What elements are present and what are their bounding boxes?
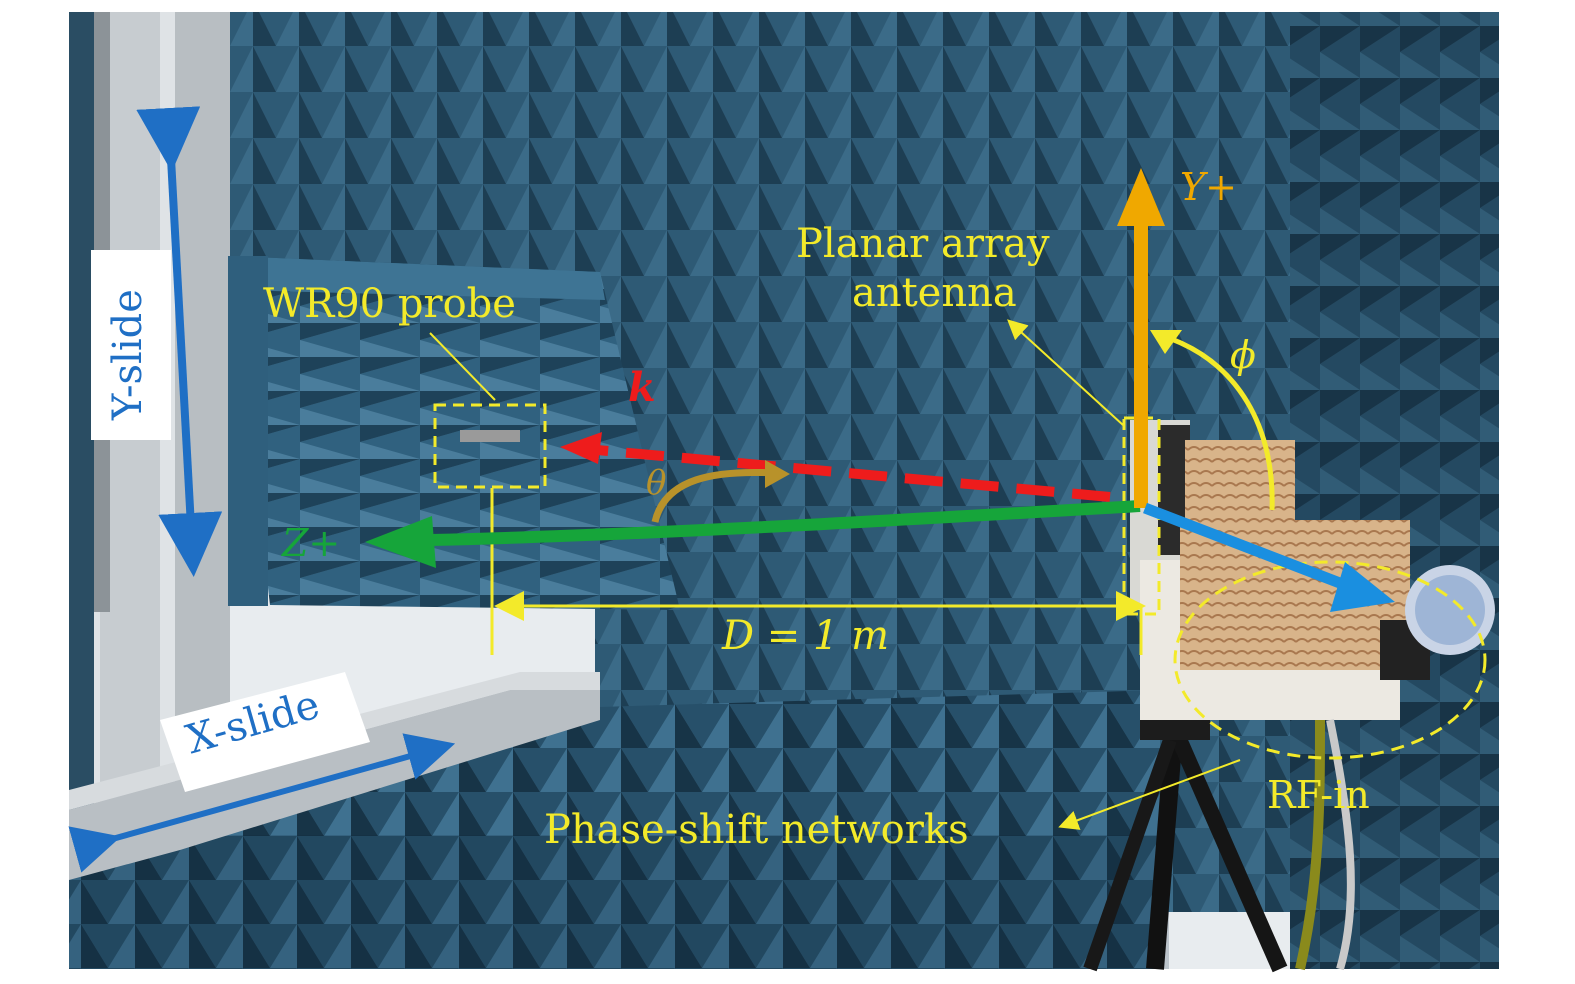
phi-label: ϕ (1230, 333, 1256, 377)
z-axis-label: Z+ (282, 521, 341, 565)
distance-label: D = 1 m (722, 613, 890, 659)
probe-label: WR90 probe (263, 281, 516, 327)
antenna-label-line2: antenna (852, 270, 1017, 316)
rf-in-label: RF-in (1267, 773, 1370, 817)
k-vector-label: k (628, 364, 656, 411)
theta-label: θ (646, 463, 667, 503)
y-slide-label: Y-slide (105, 289, 151, 420)
y-axis-label: Y+ (1180, 165, 1237, 209)
networks-label: Phase-shift networks (544, 807, 969, 853)
antenna-label-line1: Planar array (796, 221, 1050, 267)
